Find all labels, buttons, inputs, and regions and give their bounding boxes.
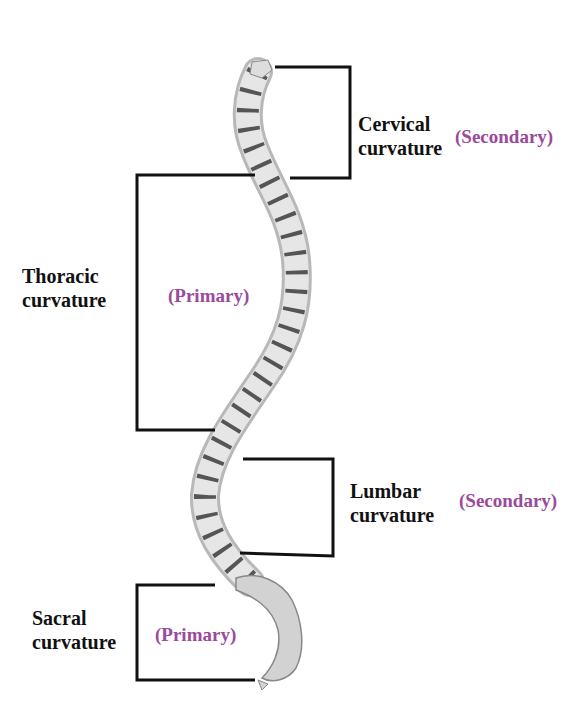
region-name: Cervical curvature [358, 112, 458, 160]
coccyx-tip [258, 680, 268, 690]
intervertebral-discs [205, 72, 297, 582]
curvature-type: (Primary) [155, 624, 236, 646]
atlas-vertebra [250, 60, 272, 78]
lumbar-bracket [240, 459, 333, 556]
region-name: Lumbar curvature [350, 479, 450, 527]
sacrum-coccyx [236, 575, 302, 680]
thoracic-bracket [137, 175, 255, 430]
curvature-type: (Primary) [168, 285, 249, 307]
curvature-type: (Secondary) [459, 490, 557, 512]
region-name: Thoracic curvature [22, 264, 134, 312]
vertebral-bodies [205, 72, 297, 582]
region-name: Sacral curvature [32, 606, 132, 654]
cervical-bracket [275, 67, 350, 178]
vertebral-column-outline [205, 72, 297, 582]
curvature-type: (Secondary) [455, 126, 553, 148]
sacral-bracket [137, 585, 255, 680]
